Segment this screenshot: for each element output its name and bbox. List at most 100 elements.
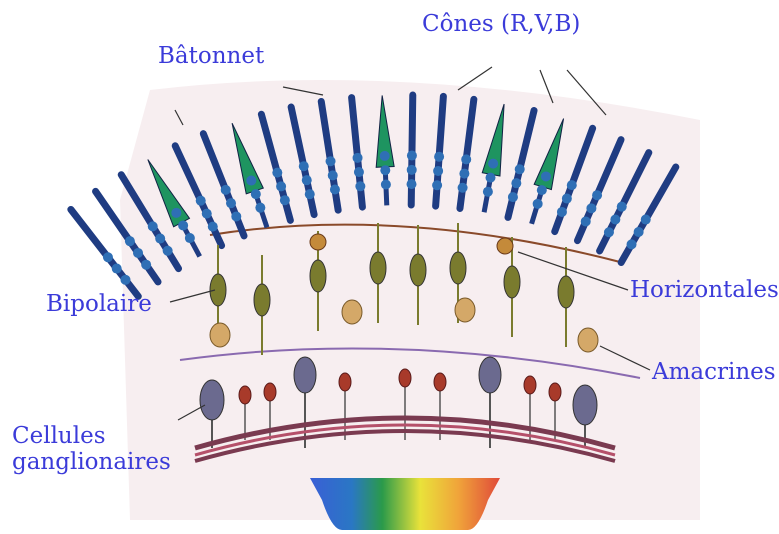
horizontal-cell [310, 234, 326, 250]
rod-bead [541, 171, 551, 181]
rod-bead [381, 180, 391, 190]
rod-bead [641, 215, 651, 225]
rod-bead [163, 246, 173, 256]
horizontal-cell [497, 238, 513, 254]
rod-bead [355, 181, 365, 191]
rod-bead [221, 185, 231, 195]
rod-bead [133, 248, 143, 258]
rod-bead [581, 216, 591, 226]
rod-bead [255, 203, 265, 213]
rod-bead [226, 198, 236, 208]
bipolar-cell [410, 254, 426, 286]
label-cellules-ganglionaires: Cellules ganglionaires [12, 424, 171, 476]
bipolar-cell [310, 260, 326, 292]
rod-bead [302, 175, 312, 185]
label-batonnet: Bâtonnet [158, 44, 264, 70]
amacrine-cell [578, 328, 598, 352]
rod-bead [407, 165, 417, 175]
amacrine-cell [210, 323, 230, 347]
bipolar-cell [254, 284, 270, 316]
rod-bead [299, 161, 309, 171]
rod-bead [537, 185, 547, 195]
ganglion-cell [573, 385, 597, 425]
rod-bead [634, 227, 644, 237]
label-cellules-line1: Cellules [12, 424, 171, 450]
rod-bead [617, 202, 627, 212]
rod-bead [610, 214, 620, 224]
amacrine-cell [455, 298, 475, 322]
rod-bead [515, 164, 525, 174]
label-cones: Cônes (R,V,B) [422, 12, 580, 38]
bipolar-cell [450, 252, 466, 284]
rod-bead [272, 168, 282, 178]
rod-bead [246, 176, 256, 186]
rod-bead [148, 221, 158, 231]
rod-bead [141, 260, 151, 270]
rod-bead [155, 234, 165, 244]
rod-bead [459, 169, 469, 179]
rod-bead [627, 239, 637, 249]
rod-bead [328, 170, 338, 180]
rod-bead [276, 181, 286, 191]
rod-bead [171, 208, 181, 218]
ganglion-cell [200, 380, 224, 420]
bipolar-cell [370, 252, 386, 284]
rod-bead [562, 194, 572, 204]
small-ganglion-cell [434, 373, 446, 391]
rod-bead [354, 167, 364, 177]
rod-bead [120, 275, 130, 285]
bipolar-cell [558, 276, 574, 308]
rod-bead [353, 153, 363, 163]
rod-bead [125, 236, 135, 246]
rod-bead [380, 151, 390, 161]
rod-bead [508, 192, 518, 202]
rod-bead [185, 233, 195, 243]
rod-bead [592, 190, 602, 200]
rod-bead [196, 196, 206, 206]
small-ganglion-cell [549, 383, 561, 401]
small-ganglion-cell [524, 376, 536, 394]
rod-bead [604, 227, 614, 237]
amacrine-cell [342, 300, 362, 324]
rod-bead [103, 252, 113, 262]
small-ganglion-cell [239, 386, 251, 404]
rod-bead [202, 209, 212, 219]
rod-bead [533, 199, 543, 209]
rod-bead [407, 179, 417, 189]
rod-bead [305, 189, 315, 199]
light-spectrum [310, 478, 500, 530]
rod-bead [586, 203, 596, 213]
small-ganglion-cell [264, 383, 276, 401]
rod-bead [458, 183, 468, 193]
rod-bead [433, 166, 443, 176]
small-ganglion-cell [399, 369, 411, 387]
label-horizontales: Horizontales [630, 278, 779, 304]
rod-bead [434, 152, 444, 162]
ganglion-cell [294, 357, 316, 393]
label-bipolaire: Bipolaire [46, 292, 152, 318]
bipolar-cell [210, 274, 226, 306]
rod-bead [178, 220, 188, 230]
rod-bead [432, 180, 442, 190]
label-cellules-line2: ganglionaires [12, 450, 171, 476]
label-amacrines: Amacrines [652, 360, 776, 386]
rod-bead [326, 156, 336, 166]
rod-bead [280, 195, 290, 205]
rod-bead [557, 207, 567, 217]
rod-bead [483, 187, 493, 197]
small-ganglion-cell [339, 373, 351, 391]
rod-bead [330, 185, 340, 195]
rod-bead [461, 154, 471, 164]
rod-bead [488, 159, 498, 169]
rod-bead [511, 178, 521, 188]
rod-bead [380, 165, 390, 175]
ganglion-cell [479, 357, 501, 393]
leader-cone-1 [458, 67, 492, 90]
bipolar-cell [504, 266, 520, 298]
rod-bead [112, 264, 122, 274]
rod-bead [567, 180, 577, 190]
rod-bead [208, 222, 218, 232]
rod-bead [407, 151, 417, 161]
rod-bead [486, 173, 496, 183]
